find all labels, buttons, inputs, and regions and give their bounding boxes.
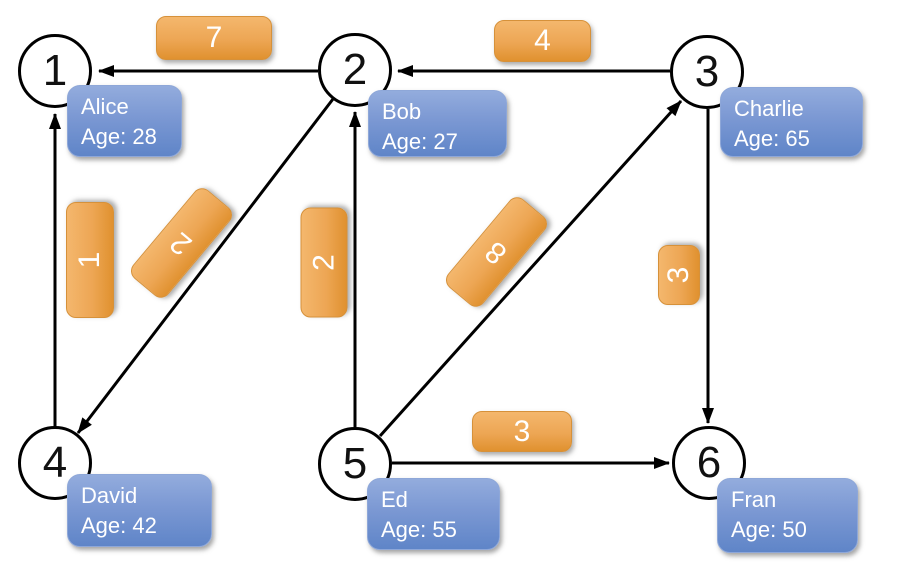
node-age: Age: 42	[81, 513, 157, 538]
node-card-fran: Fran Age: 50	[717, 478, 858, 553]
node-age: Age: 27	[382, 129, 458, 154]
node-age: Age: 28	[81, 124, 157, 149]
node-card-ed: Ed Age: 55	[367, 478, 500, 550]
edge-weight-5-6: 3	[472, 411, 572, 452]
node-id-2: 2	[342, 45, 368, 94]
node-age: Age: 55	[381, 517, 457, 542]
node-id-6: 6	[696, 438, 722, 487]
node-name: Ed	[381, 487, 408, 512]
node-id-4: 4	[42, 438, 68, 487]
edge-weight-5-2: 2	[300, 207, 348, 318]
edge-2-4	[76, 98, 335, 434]
node-id-1: 1	[42, 46, 68, 95]
node-age: Age: 50	[731, 517, 807, 542]
node-name: Bob	[382, 99, 422, 124]
node-name: Charlie	[734, 96, 804, 121]
edge-5-3	[378, 99, 683, 438]
node-id-3: 3	[694, 47, 720, 96]
node-card-david: David Age: 42	[67, 474, 212, 547]
edge-weight-4-1: 1	[66, 202, 114, 318]
node-name: David	[81, 483, 138, 508]
edge-weight-3-2: 4	[494, 20, 591, 62]
node-card-alice: Alice Age: 28	[67, 85, 182, 157]
node-card-bob: Bob Age: 27	[368, 90, 507, 157]
node-name: Fran	[731, 487, 777, 512]
node-card-charlie: Charlie Age: 65	[720, 87, 863, 157]
node-circle-3: 3	[670, 35, 744, 109]
node-age: Age: 65	[734, 126, 810, 151]
edge-weight-3-6: 3	[658, 245, 700, 305]
edge-weight-2-1: 7	[156, 16, 272, 60]
node-name: Alice	[81, 94, 129, 119]
node-circle-1: 1	[18, 34, 92, 108]
node-id-5: 5	[342, 439, 368, 488]
